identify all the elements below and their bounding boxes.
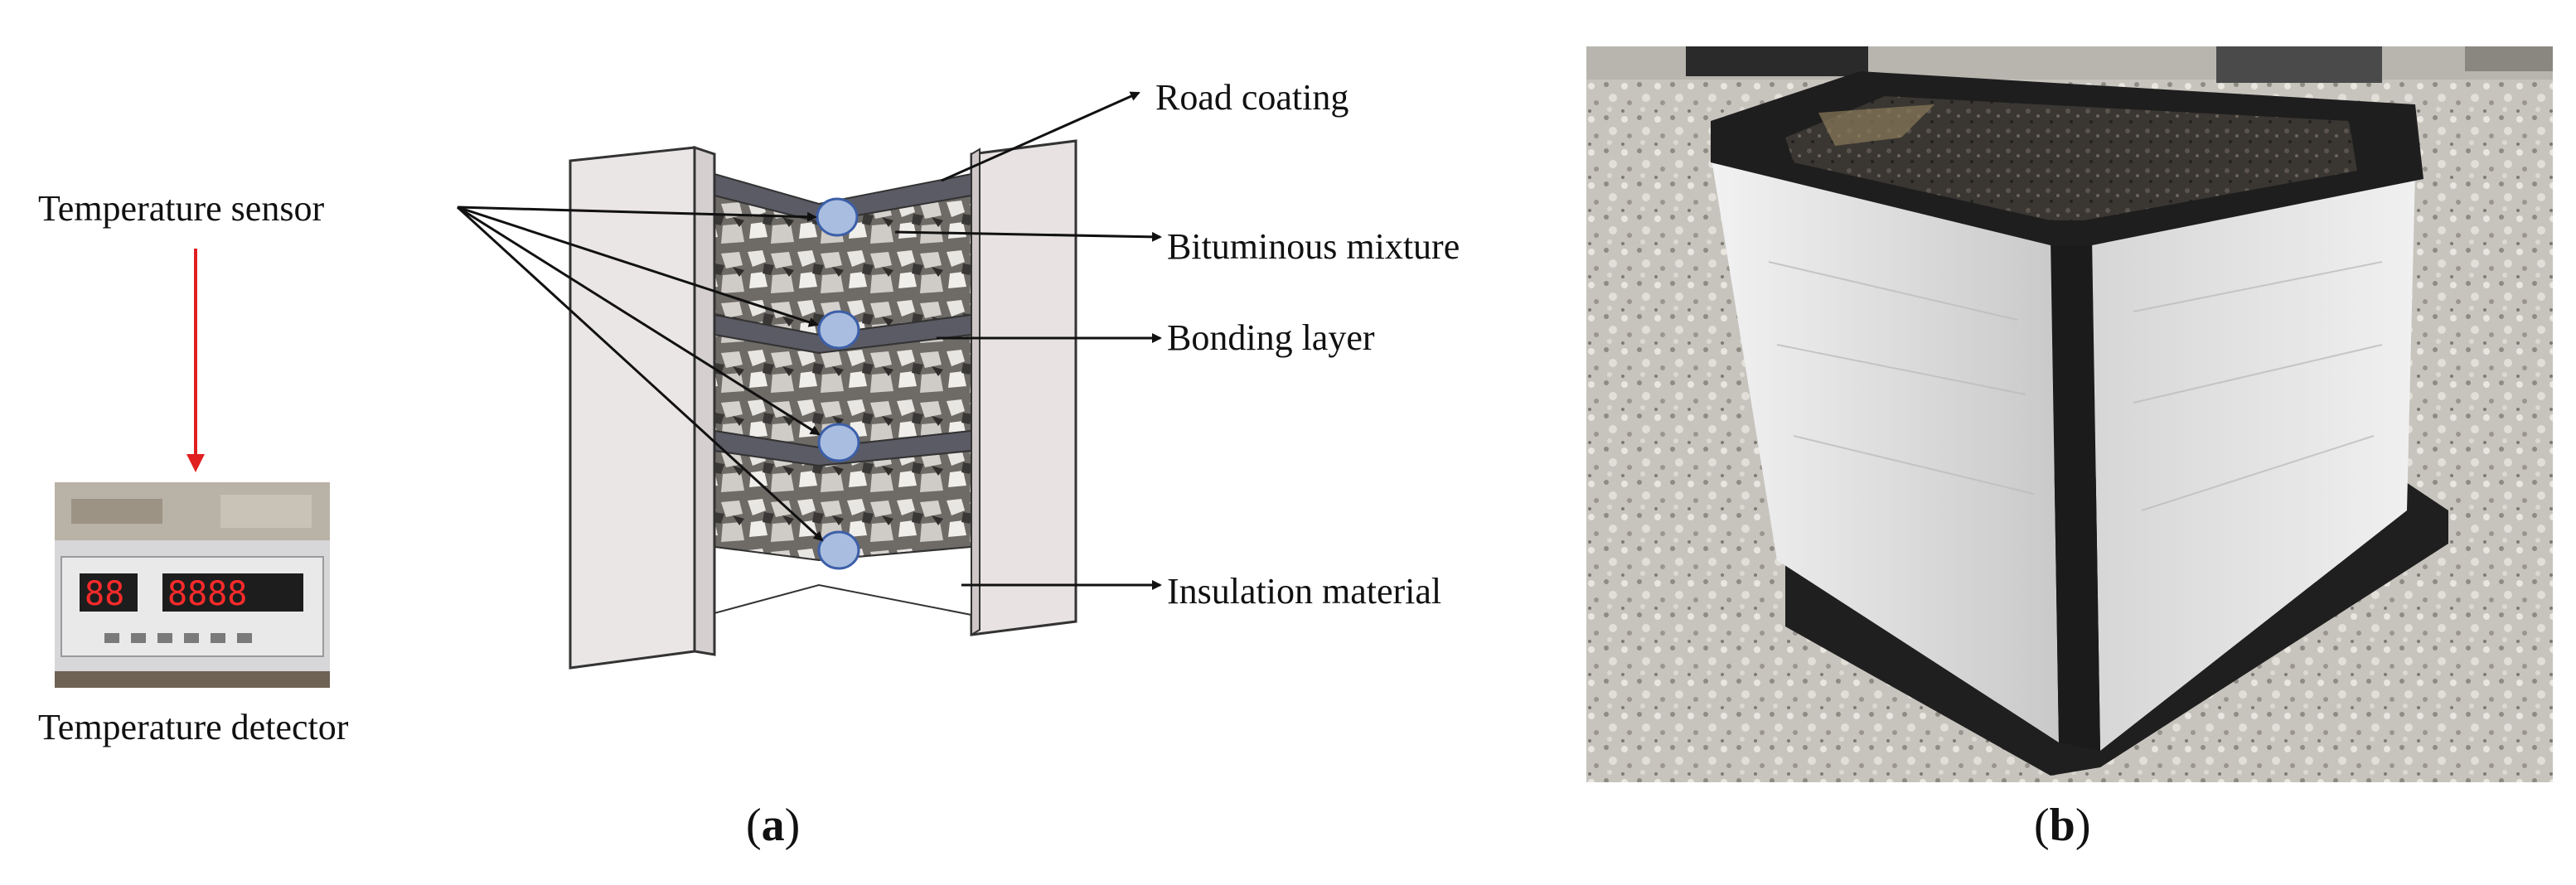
panel-a-label: (a): [746, 800, 801, 851]
specimen-photo-image: [1586, 46, 2553, 782]
specimen-photo: [1586, 46, 2553, 782]
temperature-sensor-label: Temperature sensor: [38, 188, 325, 229]
sensor-3: [817, 423, 860, 462]
detector-right-readout: 8888: [167, 575, 247, 613]
panel-b-label: (b): [2034, 800, 2091, 851]
road-coating-label: Road coating: [1155, 77, 1349, 118]
road-coating-arrow: [941, 91, 1140, 182]
bonding-layer-label: Bonding layer: [1167, 317, 1375, 358]
temperature-detector-photo: 88 8888: [55, 482, 330, 688]
sensor-pointer-arrows: [456, 206, 824, 542]
layer-pointer-arrows: [894, 91, 1162, 590]
bituminous-mixture-label: Bituminous mixture: [1167, 226, 1460, 267]
detector-left-readout: 88: [85, 575, 124, 613]
sensor-4: [817, 530, 860, 570]
temperature-detector-label: Temperature detector: [38, 707, 349, 747]
sensor-2: [817, 310, 860, 350]
bituminous-mixture-arrow: [894, 230, 1162, 242]
sensor-1: [816, 197, 859, 237]
insulation-material-label: Insulation material: [1167, 571, 1442, 612]
sensor-markers: [816, 197, 860, 570]
right-board: [970, 139, 1077, 636]
detector-image: 88 8888: [55, 482, 330, 688]
